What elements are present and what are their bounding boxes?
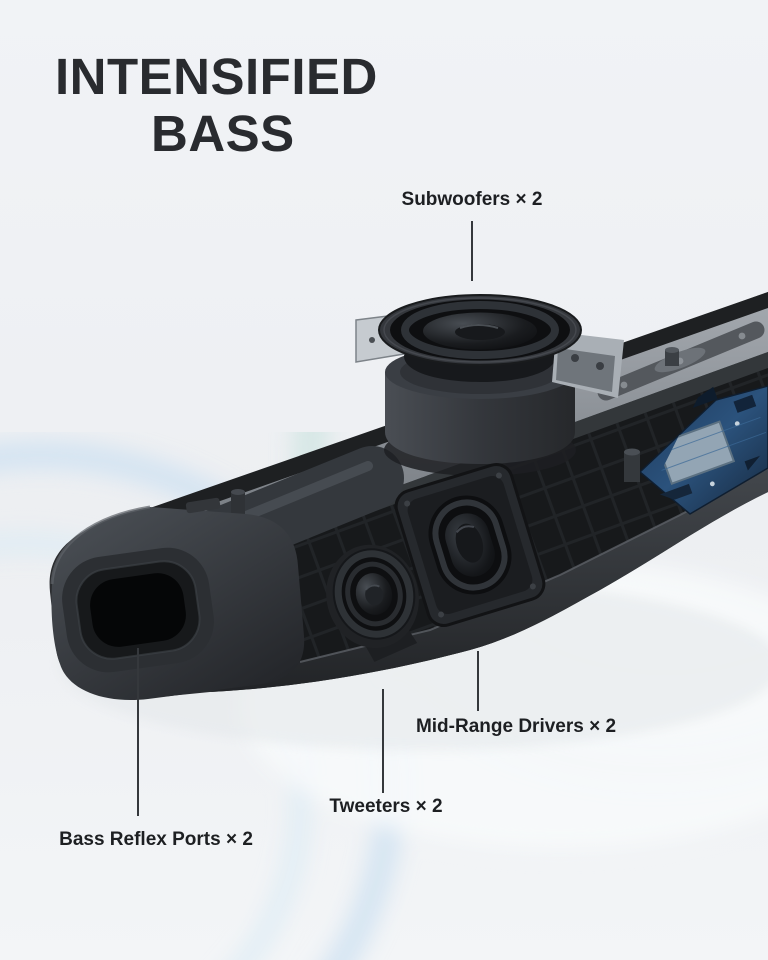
- leader-line-mid-range-drivers: [477, 651, 479, 711]
- page-title: INTENSIFIED BASS: [55, 48, 378, 162]
- title-line-1: INTENSIFIED: [55, 48, 378, 105]
- end-cap: [50, 497, 305, 701]
- leader-line-bass-reflex-ports: [137, 648, 139, 816]
- callout-label-mid-range-drivers: Mid-Range Drivers × 2: [415, 716, 617, 737]
- subwoofer-driver: [355, 294, 624, 476]
- mid-range-driver: [394, 462, 546, 628]
- rear-mounting-rail: [597, 321, 765, 401]
- standoff-posts: [231, 347, 679, 518]
- circuit-board: [622, 383, 768, 515]
- title-line-2: BASS: [151, 105, 295, 163]
- bass-reflex-port: [62, 547, 214, 673]
- leader-line-tweeters: [382, 689, 384, 793]
- tweeter-driver: [326, 544, 419, 662]
- leader-line-subwoofers: [471, 221, 473, 281]
- callout-label-bass-reflex-ports: Bass Reflex Ports × 2: [59, 829, 253, 850]
- callout-label-subwoofers: Subwoofers × 2: [401, 189, 543, 210]
- callout-label-tweeters: Tweeters × 2: [329, 796, 443, 817]
